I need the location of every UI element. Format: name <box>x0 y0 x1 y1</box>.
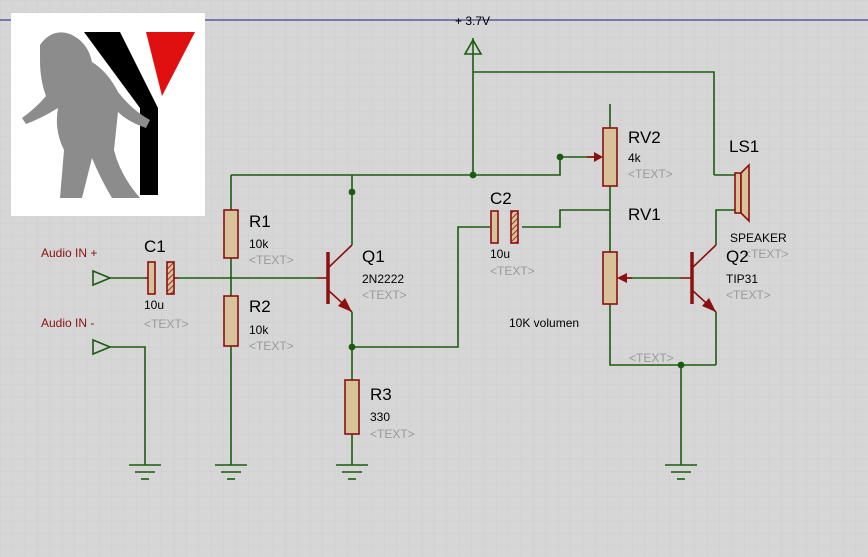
c2-text: <TEXT> <box>490 264 535 278</box>
r1-text: <TEXT> <box>249 253 294 267</box>
c2-value: 10u <box>490 247 510 261</box>
power-label: + 3.7V <box>455 14 490 28</box>
r2-ref: R2 <box>249 297 271 316</box>
wires <box>110 56 735 465</box>
rv2-value: 4k <box>628 151 642 165</box>
r3-ref: R3 <box>370 385 392 404</box>
c1-value: 10u <box>144 298 164 312</box>
capacitor-c2[interactable] <box>490 210 519 244</box>
r2-value: 10k <box>249 323 269 337</box>
audio-in-plus-terminal[interactable] <box>92 269 113 287</box>
q2-text: <TEXT> <box>726 288 771 302</box>
q1-text: <TEXT> <box>362 288 407 302</box>
q2-ref: Q2 <box>726 247 749 266</box>
rv2-text: <TEXT> <box>628 167 673 181</box>
transistor-q1[interactable] <box>317 244 353 313</box>
q1-ref: Q1 <box>362 247 385 266</box>
yeti-logo <box>11 13 205 216</box>
r1-ref: R1 <box>249 212 271 231</box>
audio-in-minus-label: Audio IN - <box>41 316 94 330</box>
capacitor-c1[interactable] <box>145 261 178 295</box>
r1-value: 10k <box>249 237 269 251</box>
resistor-r3[interactable] <box>344 379 360 435</box>
r3-text: <TEXT> <box>370 427 415 441</box>
audio-in-plus-label: Audio IN + <box>41 246 97 260</box>
transistor-q2[interactable] <box>680 244 717 313</box>
rv2-ref: RV2 <box>628 128 661 147</box>
ls1-text: <TEXT> <box>744 247 789 261</box>
c2-ref: C2 <box>490 189 512 208</box>
r2-text: <TEXT> <box>249 339 294 353</box>
ground-symbol-1 <box>129 464 161 480</box>
rv1-text: <TEXT> <box>629 351 674 365</box>
speaker-ls1[interactable] <box>734 163 750 223</box>
junction-dots <box>348 153 685 369</box>
ground-symbol-4 <box>665 464 697 480</box>
rv1-ref: RV1 <box>628 205 661 224</box>
resistor-r1[interactable] <box>223 209 239 259</box>
c1-text: <TEXT> <box>144 317 189 331</box>
r3-value: 330 <box>370 410 390 424</box>
potentiometer-rv1[interactable] <box>602 251 632 305</box>
ground-symbol-2 <box>215 464 247 480</box>
ls1-value: SPEAKER <box>730 231 787 245</box>
audio-in-minus-terminal[interactable] <box>92 338 113 356</box>
c1-ref: C1 <box>144 237 166 256</box>
ground-symbol-3 <box>336 464 368 480</box>
ls1-ref: LS1 <box>729 137 759 156</box>
q1-value: 2N2222 <box>362 272 404 286</box>
potentiometer-rv2[interactable] <box>587 127 618 187</box>
resistor-r2[interactable] <box>223 295 239 347</box>
rv1-value: 10K volumen <box>509 316 579 330</box>
power-terminal <box>463 38 483 56</box>
q2-value: TIP31 <box>726 272 758 286</box>
